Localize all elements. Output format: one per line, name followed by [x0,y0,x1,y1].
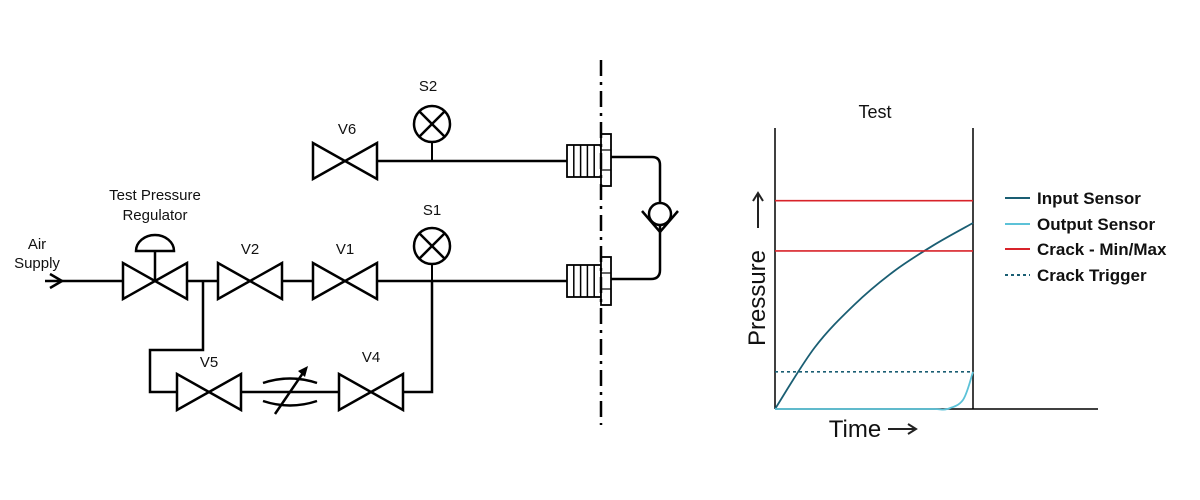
legend-label-output-sensor: Output Sensor [1037,215,1155,234]
legend-label-input-sensor: Input Sensor [1037,189,1141,208]
bypass-pipe-out [403,281,434,394]
flow-restrictor-icon [262,366,318,415]
legend-label-crack-min-max: Crack - Min/Max [1037,240,1167,259]
pneumatic-schematic: Air Supply Test Pressure Regulator V2 V1 [14,60,679,425]
air-supply-label-line2: Supply [14,255,60,272]
valve-v2-icon [216,260,284,302]
sensor-s2-gauge-icon [412,104,452,144]
output-sensor-series-line [775,371,974,411]
regulator-label-line1: Test Pressure [109,187,201,204]
air-supply-label-line1: Air [28,236,46,253]
valve-v1-icon [311,260,379,302]
regulator-valve-icon [121,233,189,302]
bypass-pipe-in [148,281,205,394]
valve-v4-icon [337,371,405,413]
x-axis-arrow-icon [888,423,918,435]
chart-title: Test [858,102,891,122]
valve-v1-label: V1 [336,241,354,258]
valve-v2-label: V2 [241,241,259,258]
pressure-time-chart: Test Time Pressure Input Sensor Output S… [744,102,1167,443]
check-valve-icon [641,201,679,234]
chart-legend: Input Sensor Output Sensor Crack - Min/M… [1005,189,1167,285]
x-axis-label: Time [829,416,881,443]
y-axis-arrow-icon [752,191,764,228]
air-supply-arrow-icon [49,272,65,290]
legend-label-crack-trigger: Crack Trigger [1037,266,1147,285]
sensor-s1-label: S1 [423,202,441,219]
dut-loop-pipe-bottom [611,226,662,281]
chart-marks [774,199,974,411]
valve-v5-icon [175,371,243,413]
valve-v6-label: V6 [338,121,356,138]
sensor-s1-gauge-icon [412,226,452,266]
valve-v5-label: V5 [200,354,218,371]
valve-v6-icon [311,140,379,182]
lower-quick-connector-icon [566,256,612,306]
dut-loop-pipe-top [611,155,662,203]
y-axis-label: Pressure [744,250,771,346]
input-sensor-series-line [774,222,974,410]
regulator-label-line2: Regulator [122,207,187,224]
upper-quick-connector-icon [566,133,612,187]
sensor-s2-label: S2 [419,78,437,95]
valve-v4-label: V4 [362,349,380,366]
